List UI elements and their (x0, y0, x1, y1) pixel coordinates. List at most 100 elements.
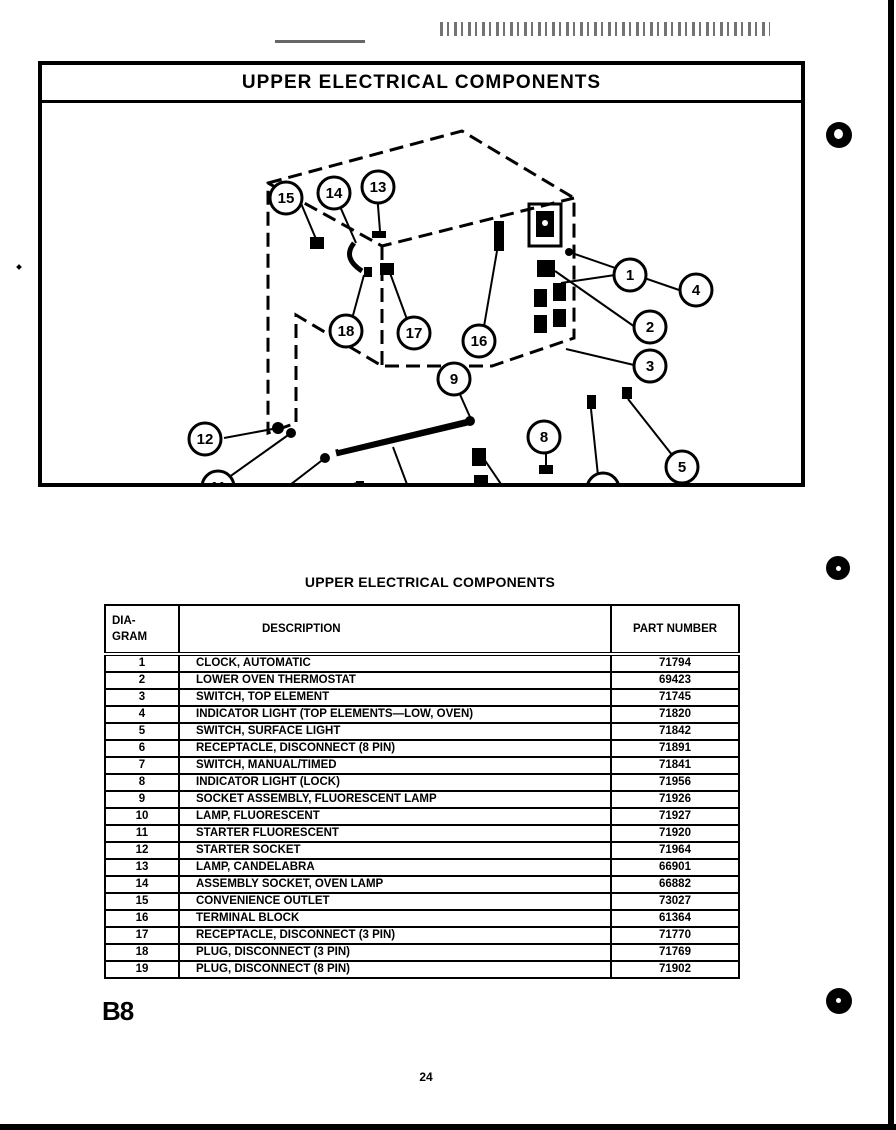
plug-icon (356, 481, 364, 483)
cell-part-number: 73027 (610, 893, 740, 911)
cell-part-number: 71926 (610, 791, 740, 809)
diagram-panel: UPPER ELECTRICAL COMPONENTS (38, 61, 805, 487)
cell-diagram-number: 9 (104, 791, 180, 809)
header-part-number: PART NUMBER (610, 604, 740, 656)
plug-icon (474, 475, 488, 483)
exploded-parts-diagram: 15 14 13 1 4 2 3 16 17 18 9 12 11 9 17 1… (187, 129, 714, 483)
clock-icon (527, 202, 563, 248)
cell-part-number: 66882 (610, 876, 740, 894)
cell-description: ASSEMBLY SOCKET, OVEN LAMP (178, 876, 612, 894)
callout-label: 12 (197, 431, 214, 448)
callout-label: 3 (646, 358, 654, 375)
switch-icon (622, 387, 632, 399)
cell-description: LAMP, FLUORESCENT (178, 808, 612, 826)
cell-diagram-number: 17 (104, 927, 180, 945)
cell-description: STARTER SOCKET (178, 842, 612, 860)
switch-icon (587, 395, 596, 409)
receptacle-icon (380, 263, 394, 275)
header-description: DESCRIPTION (178, 604, 612, 656)
cell-diagram-number: 19 (104, 961, 180, 979)
cell-diagram-number: 7 (104, 757, 180, 775)
callout-label: 2 (646, 319, 654, 336)
cell-diagram-number: 13 (104, 859, 180, 877)
cell-description: PLUG, DISCONNECT (8 PIN) (178, 961, 612, 979)
callout-label: 16 (471, 333, 488, 350)
cell-diagram-number: 14 (104, 876, 180, 894)
cell-part-number: 71902 (610, 961, 740, 979)
callout-label: 7 (599, 481, 607, 483)
cell-part-number: 71842 (610, 723, 740, 741)
callout-label: 11 (210, 479, 226, 483)
page-number: 24 (419, 1070, 433, 1084)
cell-part-number: 66901 (610, 859, 740, 877)
cell-diagram-number: 5 (104, 723, 180, 741)
fluorescent-lamp-icon (335, 417, 473, 457)
leader-lines (219, 192, 683, 483)
cell-part-number: 71920 (610, 825, 740, 843)
scan-noise-line (275, 40, 365, 43)
cell-description: STARTER FLUORESCENT (178, 825, 612, 843)
page-edge-right (888, 0, 894, 1130)
callout-label: 17 (406, 325, 423, 342)
cell-description: SOCKET ASSEMBLY, FLUORESCENT LAMP (178, 791, 612, 809)
cell-part-number: 71794 (610, 654, 740, 673)
thermostat-icon (537, 260, 555, 277)
cell-diagram-number: 3 (104, 689, 180, 707)
cell-diagram-number: 15 (104, 893, 180, 911)
cell-diagram-number: 8 (104, 774, 180, 792)
scan-mark (16, 264, 22, 270)
cell-diagram-number: 4 (104, 706, 180, 724)
callout-label: 9 (450, 371, 458, 388)
binder-hole-icon (826, 122, 852, 148)
cell-part-number: 61364 (610, 910, 740, 928)
callout-label: 4 (692, 282, 701, 299)
cell-description: CLOCK, AUTOMATIC (178, 654, 612, 673)
cell-diagram-number: 10 (104, 808, 180, 826)
callout-label: 5 (678, 459, 686, 476)
cell-part-number: 71927 (610, 808, 740, 826)
cell-part-number: 71891 (610, 740, 740, 758)
terminal-block-icon (494, 221, 504, 251)
cell-diagram-number: 1 (104, 654, 180, 673)
plug-icon (364, 267, 372, 277)
cell-description: RECEPTACLE, DISCONNECT (3 PIN) (178, 927, 612, 945)
cell-diagram-number: 12 (104, 842, 180, 860)
cell-diagram-number: 6 (104, 740, 180, 758)
cell-part-number: 71769 (610, 944, 740, 962)
cell-description: RECEPTACLE, DISCONNECT (8 PIN) (178, 740, 612, 758)
cell-diagram-number: 16 (104, 910, 180, 928)
lamp-socket-icon (465, 416, 475, 426)
callout-labels: 15 14 13 1 4 2 3 16 17 18 9 12 11 9 17 1… (187, 169, 714, 483)
cell-description: PLUG, DISCONNECT (3 PIN) (178, 944, 612, 962)
callout-label: 15 (278, 190, 295, 207)
lamp-socket-icon (347, 241, 364, 274)
cell-description: SWITCH, MANUAL/TIMED (178, 757, 612, 775)
cell-description: INDICATOR LIGHT (LOCK) (178, 774, 612, 792)
cell-part-number: 71745 (610, 689, 740, 707)
page-edge-bottom (0, 1124, 896, 1130)
cell-part-number: 69423 (610, 672, 740, 690)
callout-label: 18 (338, 323, 355, 340)
receptacle-icon (472, 448, 486, 466)
binder-hole-icon (826, 988, 852, 1014)
outlet-icon (310, 237, 324, 249)
cell-part-number: 71956 (610, 774, 740, 792)
table-header-row: DIA-GRAM DESCRIPTION PART NUMBER (104, 604, 740, 656)
